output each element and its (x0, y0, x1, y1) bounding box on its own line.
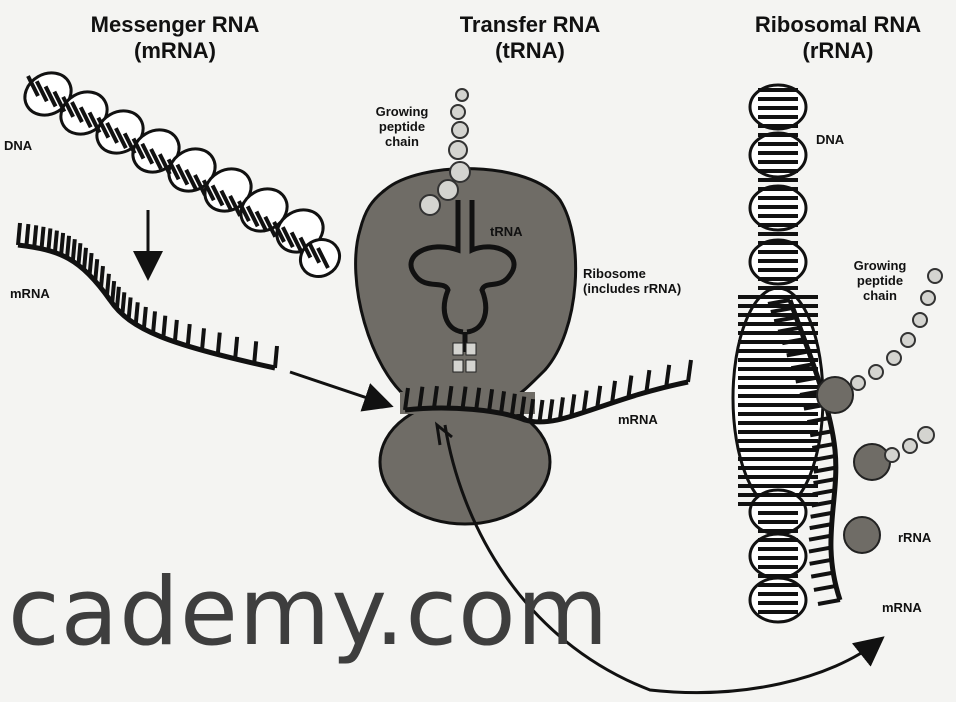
growing-peptide-label-middle: Growing peptide chain (362, 104, 442, 149)
dna-label-left: DNA (4, 138, 32, 153)
mrna-label-right: mRNA (882, 600, 922, 615)
ribosome-label: Ribosome (includes rRNA) (583, 266, 681, 296)
watermark: cademy.com (8, 558, 609, 667)
right-arrow (290, 372, 388, 405)
rrna-label: rRNA (898, 530, 931, 545)
mrna-panel-title: Messenger RNA (mRNA) (55, 12, 295, 64)
mrna-label-middle: mRNA (618, 412, 658, 427)
trna-panel-title: Transfer RNA (tRNA) (420, 12, 640, 64)
mrna-label-left: mRNA (10, 286, 50, 301)
trna-label: tRNA (490, 224, 523, 239)
rrna-panel-title: Ribosomal RNA (rRNA) (720, 12, 956, 64)
dna-label-right: DNA (816, 132, 844, 147)
growing-peptide-label-right: Growing peptide chain (840, 258, 920, 303)
